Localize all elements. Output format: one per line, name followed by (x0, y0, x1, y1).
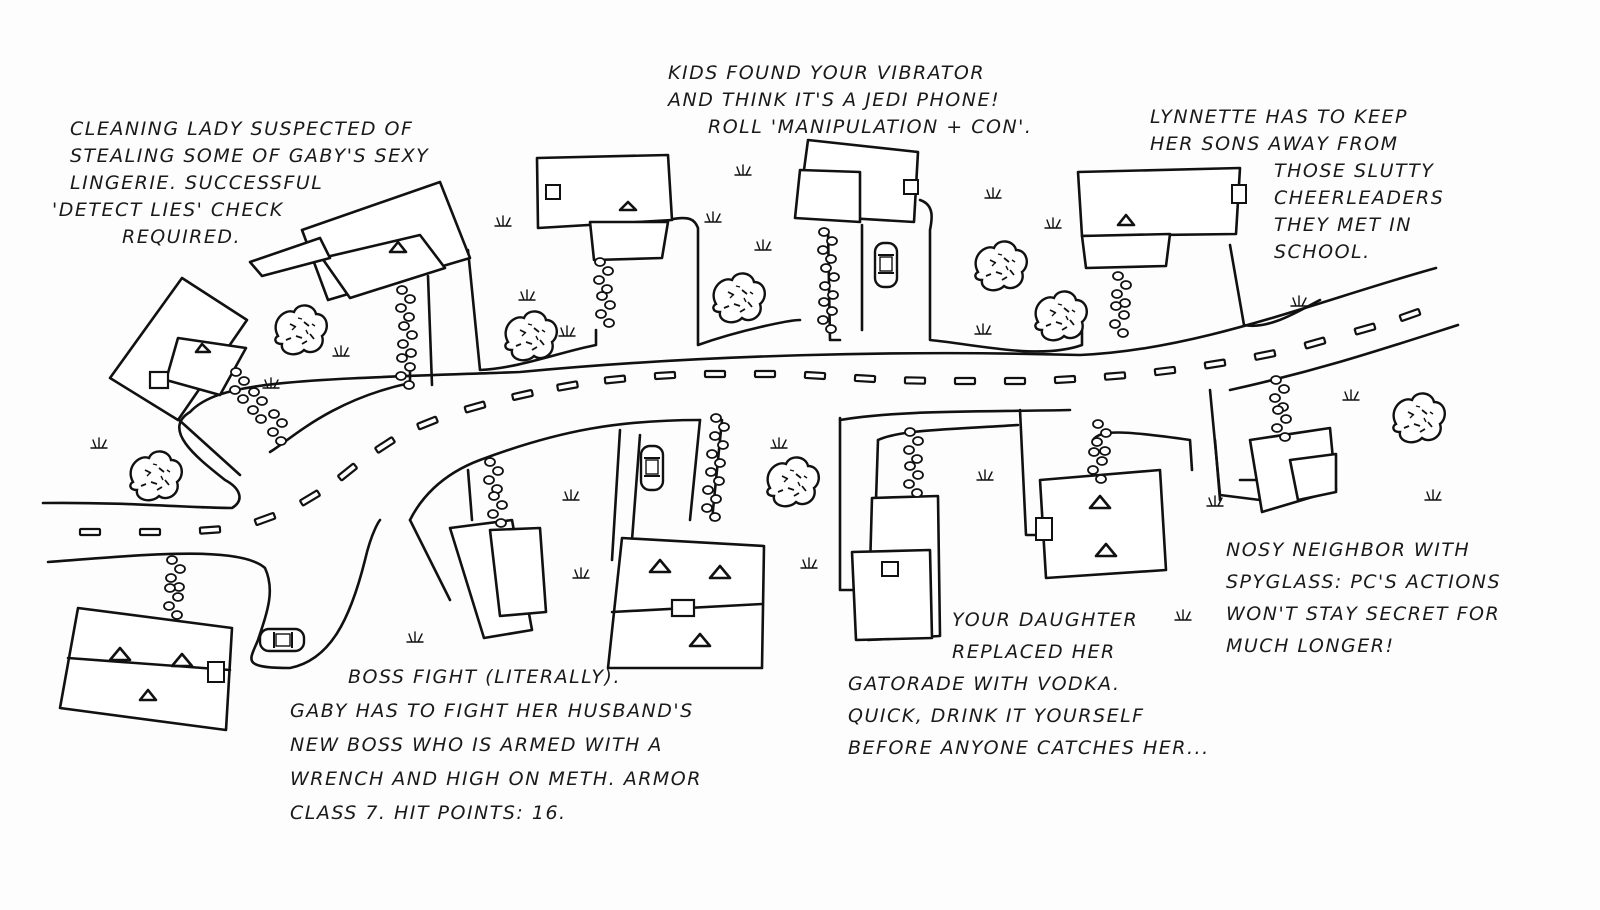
note-nosy-neighbor: Nosy neighbor with spyglass: PC's action… (1226, 539, 1502, 657)
road-dash (556, 380, 579, 392)
note-daughter-vodka: Your daughter replaced her Gatorade with… (848, 609, 1210, 759)
road-dash (463, 400, 487, 414)
road-dash (1353, 322, 1377, 336)
road-dash (1398, 308, 1422, 322)
road-dash (138, 527, 162, 537)
house-boss-fight-left (448, 518, 548, 640)
road-dash (253, 511, 277, 527)
house-nosy-neighbor (1248, 426, 1338, 514)
road-dash (299, 489, 321, 507)
road-center-line (78, 308, 1422, 537)
road-dash (1253, 349, 1277, 361)
house-daughter (850, 494, 942, 642)
road-dash (1003, 376, 1027, 386)
road-dash (511, 388, 534, 402)
road-dash (803, 370, 827, 381)
note-kids-vibrator: Kids found your vibrator and think it's … (668, 62, 1033, 138)
house-top-center-left (535, 153, 674, 262)
house-bottom-left (58, 606, 234, 732)
road-dash (603, 374, 627, 385)
road-dash (703, 369, 727, 379)
road-dash (374, 436, 396, 454)
road-dash (903, 376, 927, 385)
road-dash (653, 370, 677, 381)
road-dash (198, 525, 222, 535)
road-dash (953, 376, 977, 386)
note-lynnette: Lynnette has to keep her sons away from … (1150, 106, 1445, 263)
road-upper-edge (41, 266, 1438, 510)
car-3 (258, 627, 306, 653)
road-dash (78, 527, 102, 537)
road-dash (416, 415, 439, 431)
note-boss-fight: Boss Fight (literally). Gaby has to figh… (290, 666, 702, 824)
house-vibrator (793, 138, 920, 224)
house-cleaning-lady (248, 180, 472, 302)
road-dash (1103, 371, 1127, 381)
road-dash (1203, 358, 1227, 370)
note-cleaning-lady: Cleaning lady suspected of stealing some… (52, 118, 430, 248)
house-lynnette (1076, 166, 1247, 270)
road-lower-edge (46, 323, 1460, 670)
car-2 (639, 444, 665, 492)
road-dash (753, 369, 777, 379)
house-left-upper (108, 276, 249, 422)
house-bottom-mid-right (1035, 468, 1168, 580)
road-dash (337, 462, 358, 482)
house-boss-fight-main (606, 536, 766, 670)
road-dash (1303, 336, 1327, 350)
car-1 (873, 241, 899, 289)
road-dash (1053, 374, 1077, 385)
road-dash (1153, 365, 1177, 377)
road-dash (853, 373, 877, 384)
